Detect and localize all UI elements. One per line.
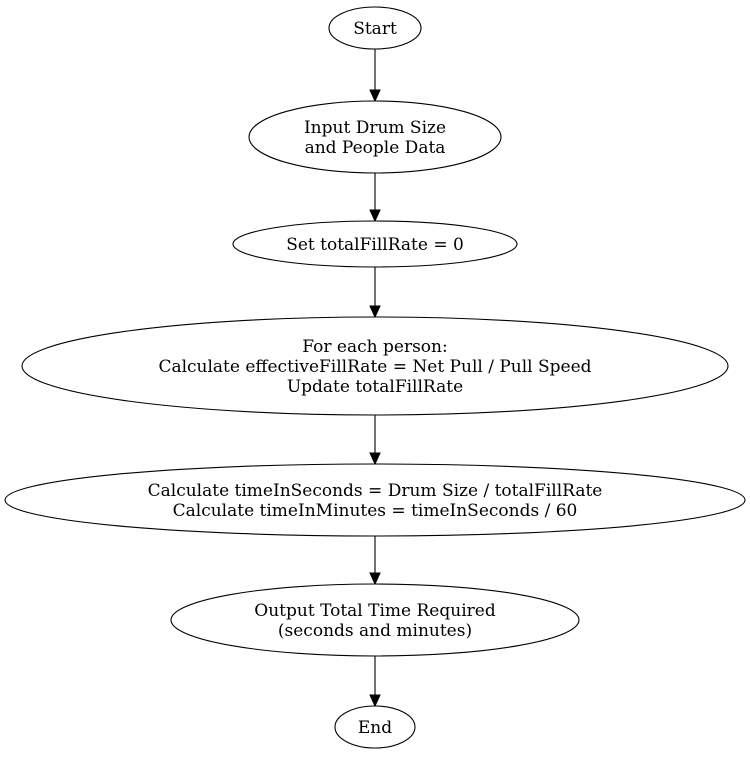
node-end: End bbox=[334, 705, 416, 749]
arrowhead-icon bbox=[369, 452, 381, 466]
arrowhead-icon bbox=[369, 572, 381, 586]
node-init-label-line: Set totalFillRate = 0 bbox=[286, 235, 464, 255]
node-init: Set totalFillRate = 0 bbox=[232, 220, 518, 268]
node-input-label-line: and People Data bbox=[305, 138, 446, 158]
arrowhead-icon bbox=[369, 209, 381, 223]
node-loop: For each person:Calculate effectiveFillR… bbox=[21, 316, 729, 416]
node-end-ellipse bbox=[334, 705, 416, 749]
node-calc-label-line: Calculate timeInMinutes = timeInSeconds … bbox=[173, 501, 578, 521]
node-init-ellipse bbox=[232, 220, 518, 268]
node-calc-label-line: Calculate timeInSeconds = Drum Size / to… bbox=[148, 481, 603, 501]
node-output-label-line: Output Total Time Required bbox=[254, 601, 496, 621]
node-input-ellipse bbox=[248, 100, 502, 174]
edges-layer bbox=[369, 49, 381, 708]
node-loop-label-line: Calculate effectiveFillRate = Net Pull /… bbox=[158, 357, 591, 377]
node-loop-label-line: Update totalFillRate bbox=[287, 377, 463, 397]
node-loop-ellipse bbox=[21, 316, 729, 416]
arrowhead-icon bbox=[369, 89, 381, 103]
node-output: Output Total Time Required(seconds and m… bbox=[170, 583, 580, 657]
node-loop-label-line: For each person: bbox=[302, 337, 447, 357]
node-end-label-line: End bbox=[358, 718, 392, 738]
node-calc-ellipse bbox=[4, 463, 746, 537]
node-output-label-line: (seconds and minutes) bbox=[278, 621, 472, 641]
node-start-ellipse bbox=[328, 6, 422, 50]
node-start: Start bbox=[328, 6, 422, 50]
arrowhead-icon bbox=[369, 694, 381, 708]
node-output-ellipse bbox=[170, 583, 580, 657]
node-input-label-line: Input Drum Size bbox=[304, 118, 446, 138]
arrowhead-icon bbox=[369, 305, 381, 319]
node-start-label-line: Start bbox=[353, 19, 397, 39]
node-calc: Calculate timeInSeconds = Drum Size / to… bbox=[4, 463, 746, 537]
